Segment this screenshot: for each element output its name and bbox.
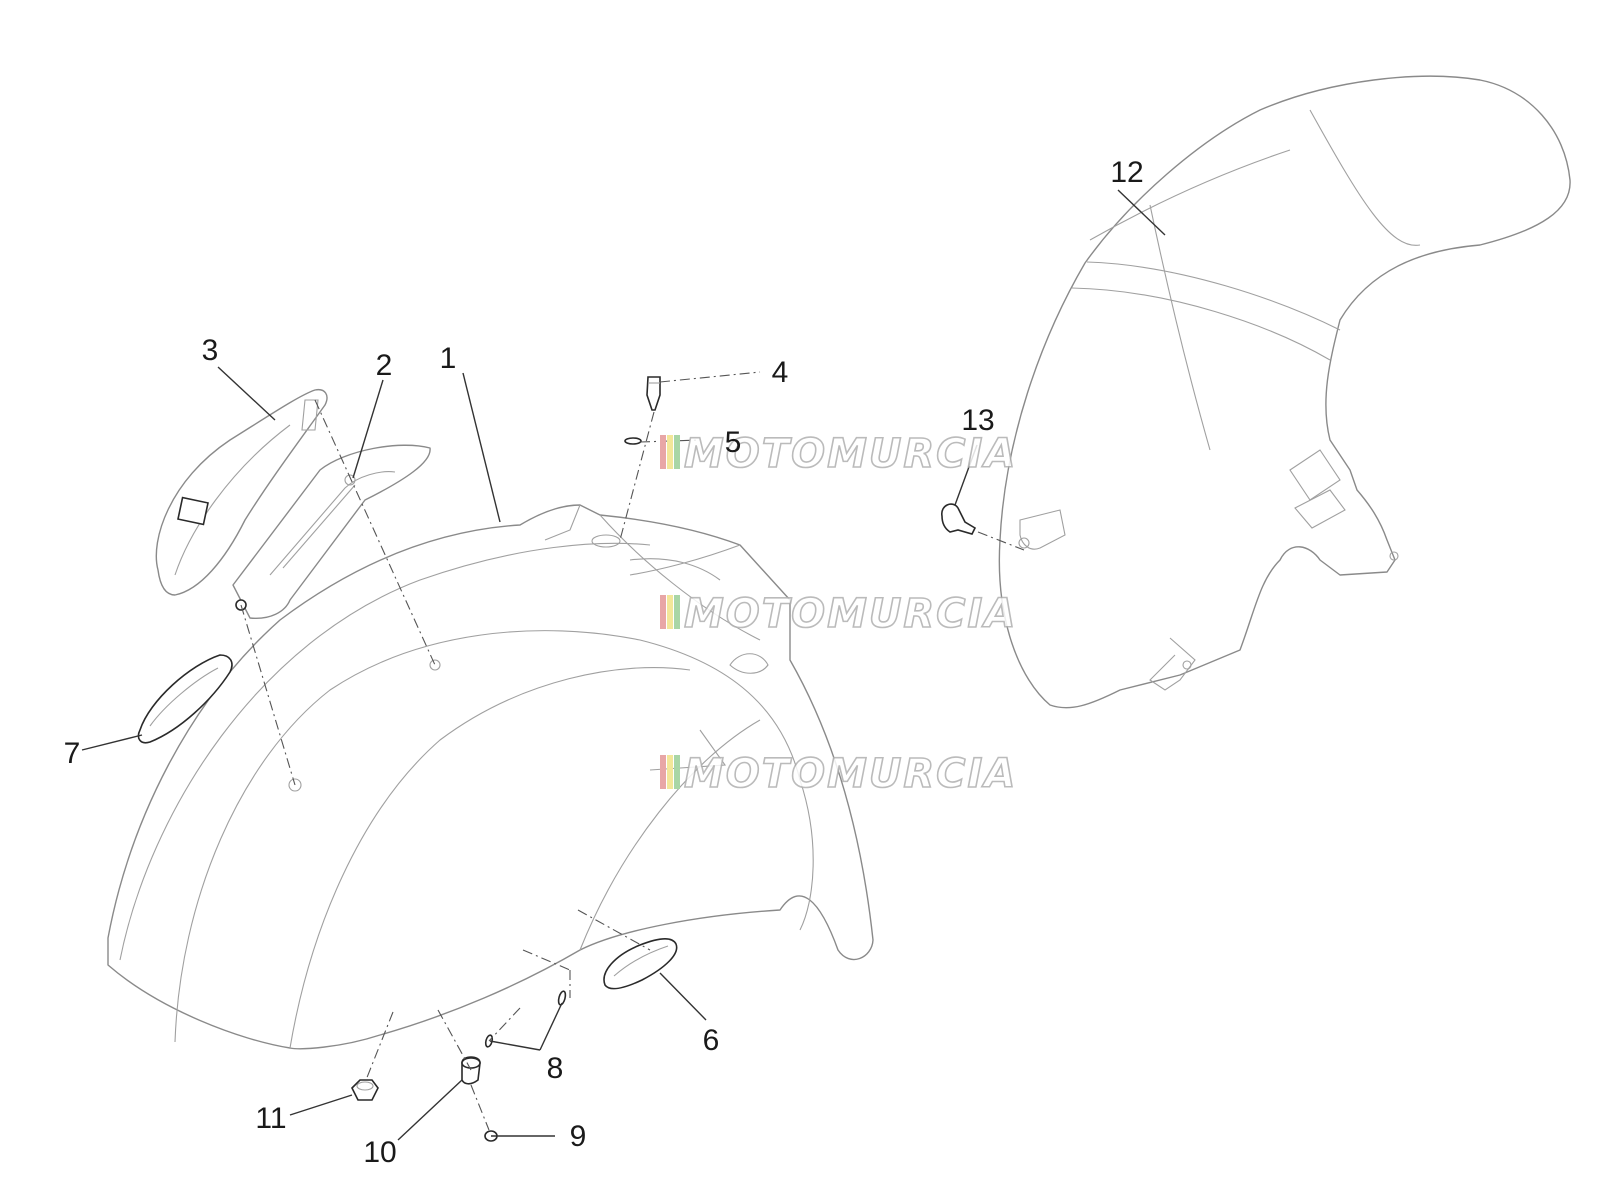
- watermark-stripe: [667, 755, 673, 789]
- watermark-stripe: [674, 435, 680, 469]
- watermark-stripe: [660, 755, 666, 789]
- part-6-emblem: [603, 938, 678, 990]
- watermark-stripe: [667, 435, 673, 469]
- part-7-emblem: [137, 654, 233, 744]
- part-3-cover: [155, 388, 328, 596]
- assembly-lines: [240, 371, 1025, 1131]
- part-10-bushing: [461, 1056, 481, 1085]
- watermark-stripe: [660, 435, 666, 469]
- callout-10: 10: [363, 1136, 396, 1169]
- watermark-text: MOTOMURCIA: [684, 591, 1017, 637]
- callout-11: 11: [255, 1102, 286, 1135]
- watermark-stripe: [667, 595, 673, 629]
- watermark-logo-top: MOTOMURCIA: [660, 430, 1017, 478]
- watermark-logo-middle: MOTOMURCIA: [660, 590, 1017, 638]
- callout-12: 12: [1110, 156, 1143, 189]
- callout-9: 9: [570, 1120, 587, 1153]
- callout-4: 4: [772, 356, 789, 389]
- part-12-rear-mudguard: [998, 75, 1571, 709]
- part-2-cover: [232, 444, 431, 619]
- front-mudguard: [107, 504, 874, 1050]
- watermark-group: MOTOMURCIA MOTOMURCIA MOTOMURCIA: [660, 430, 1017, 798]
- callout-2: 2: [376, 349, 393, 382]
- part-4-screw: [646, 376, 661, 411]
- part-13-screw: [941, 503, 977, 535]
- watermark-logo-bottom: MOTOMURCIA: [660, 750, 1017, 798]
- watermark-text: MOTOMURCIA: [684, 751, 1017, 797]
- callout-labels: 1 2 3 4 5 6 7 8 9 10 11 12 13: [64, 156, 1144, 1169]
- callout-13: 13: [961, 404, 994, 437]
- watermark-stripe: [660, 595, 666, 629]
- watermark-text: MOTOMURCIA: [684, 431, 1017, 477]
- callout-5: 5: [725, 426, 742, 459]
- part-11-nut: [351, 1079, 379, 1101]
- part-5-clip: [624, 437, 642, 445]
- callout-8: 8: [547, 1052, 564, 1085]
- callout-7: 7: [64, 737, 81, 770]
- leader-lines: [81, 189, 1166, 1141]
- watermark-stripe: [674, 595, 680, 629]
- callout-3: 3: [202, 334, 219, 367]
- callout-1: 1: [440, 342, 457, 375]
- watermark-stripe: [674, 755, 680, 789]
- callout-6: 6: [703, 1024, 720, 1057]
